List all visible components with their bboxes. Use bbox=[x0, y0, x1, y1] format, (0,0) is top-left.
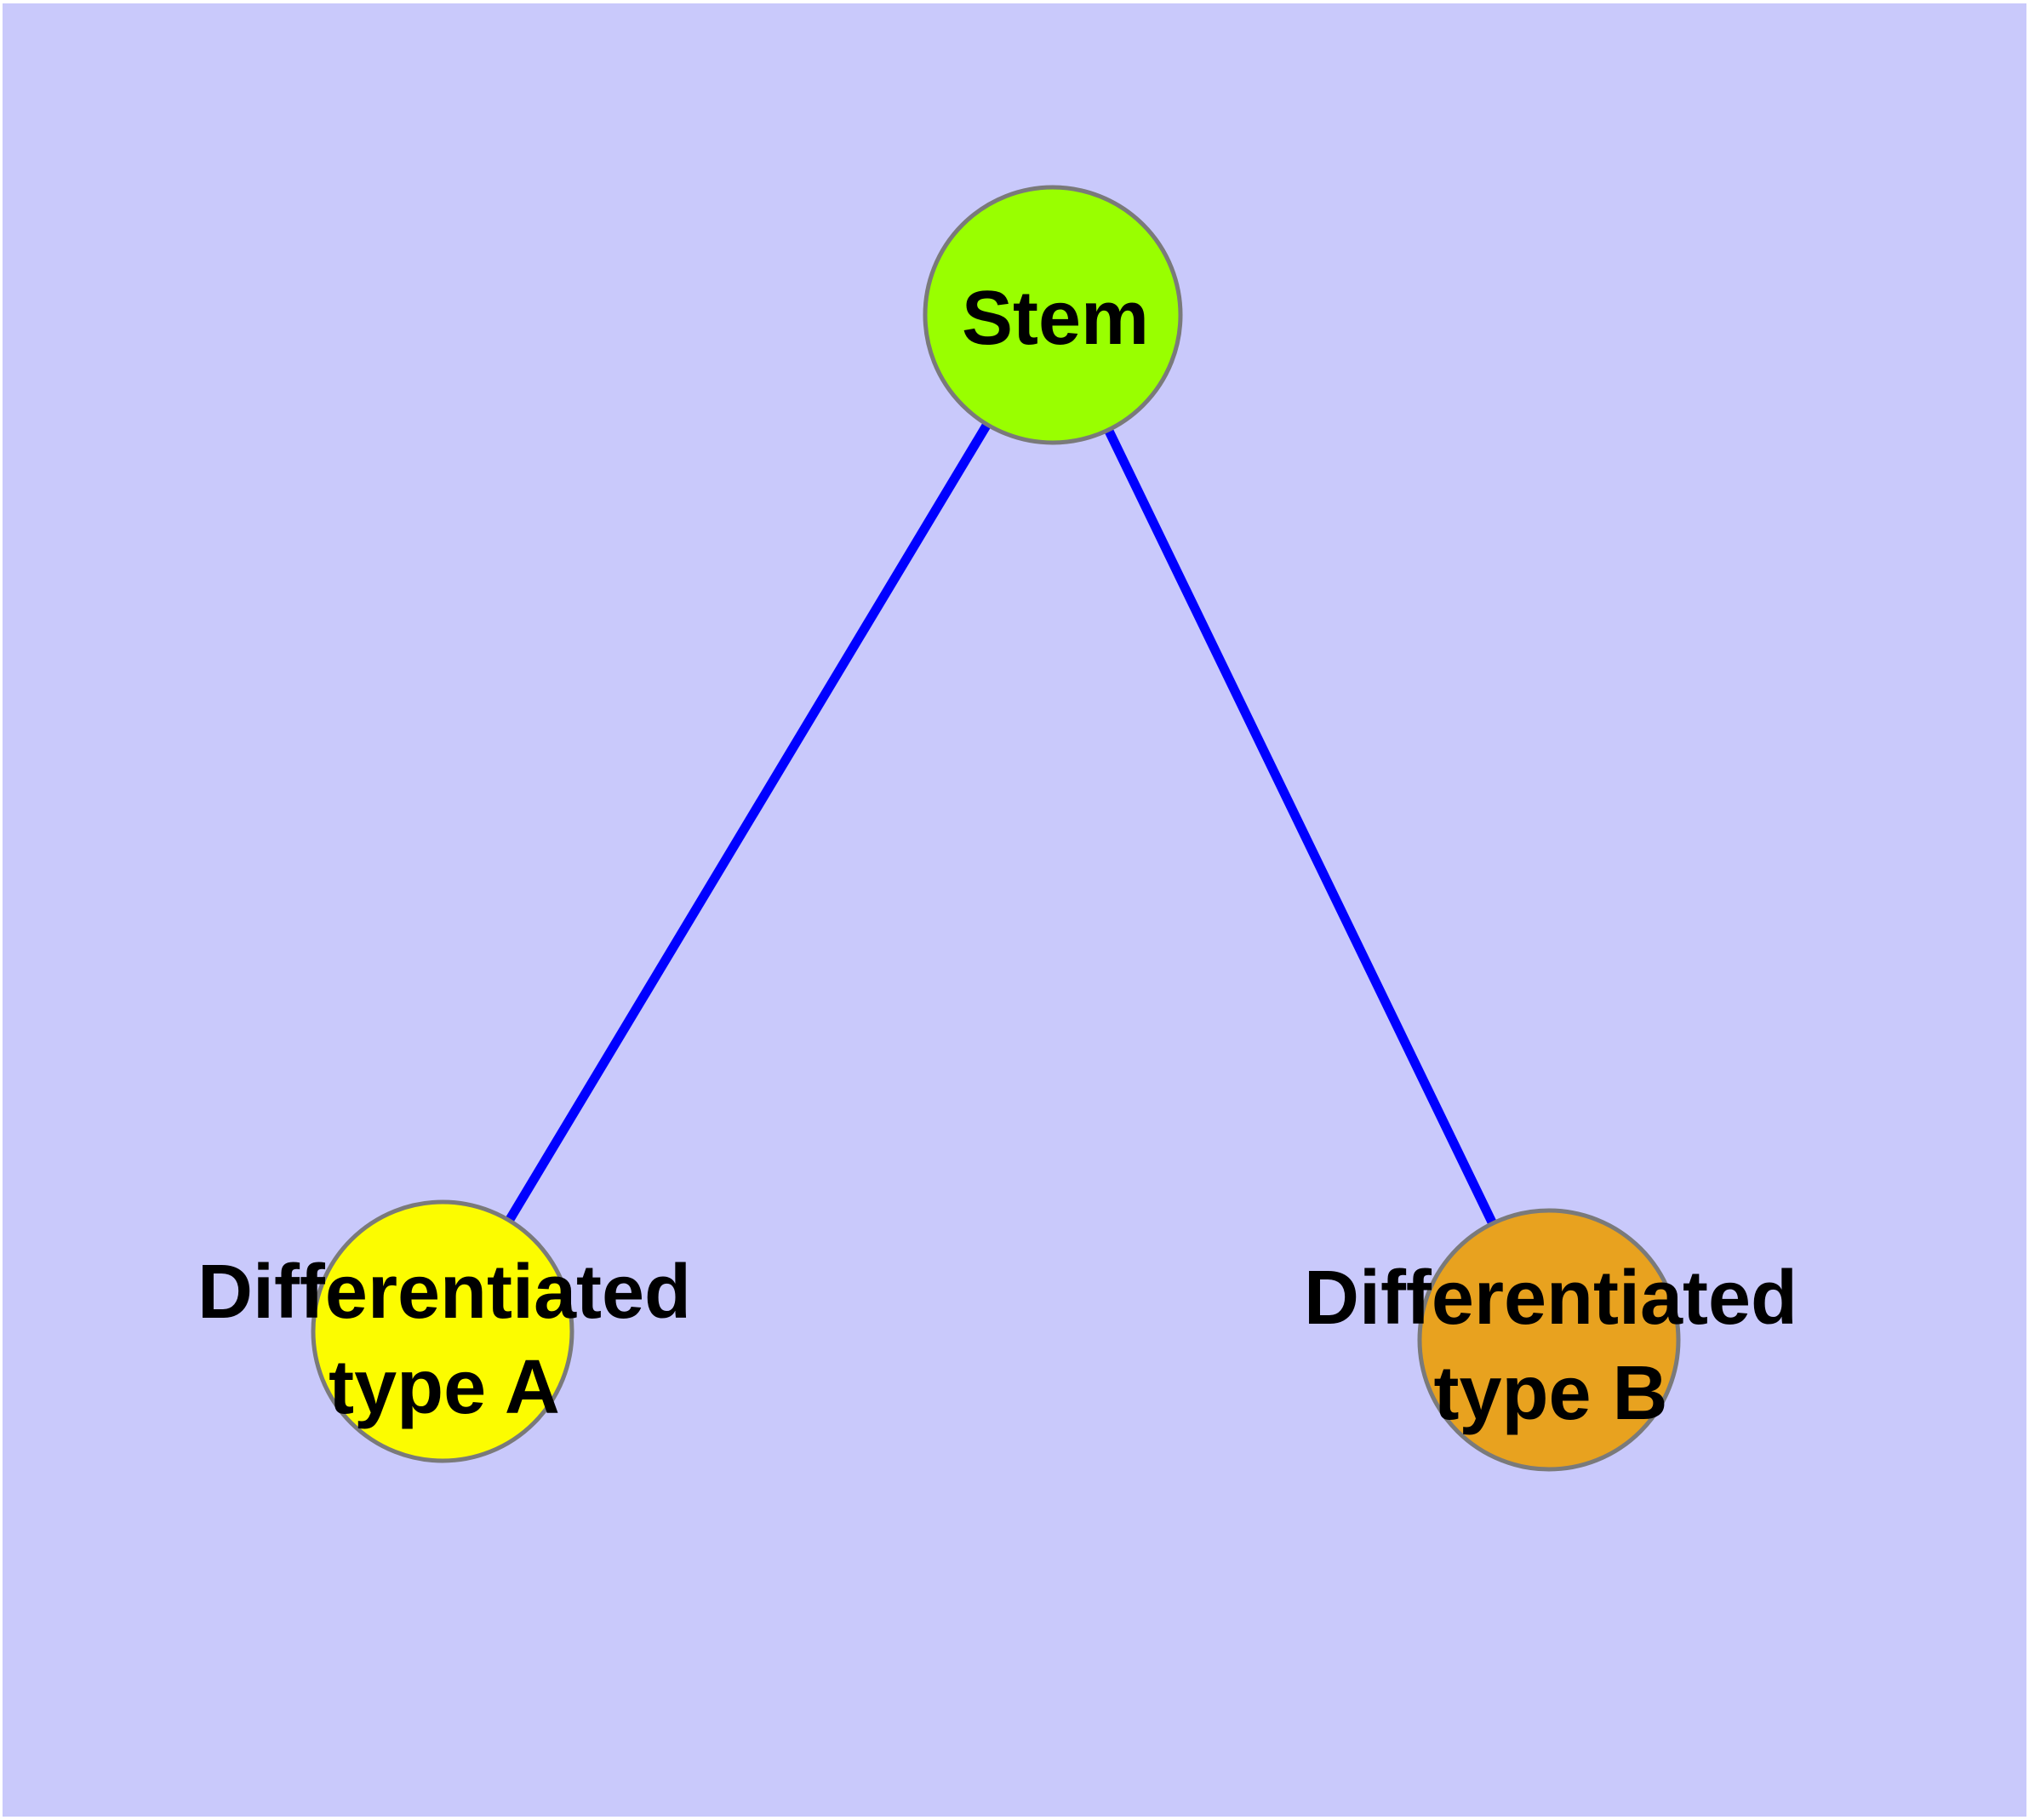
node-differentiated-type-b bbox=[1417, 1208, 1681, 1472]
node-stem bbox=[923, 185, 1183, 445]
node-stem-label: Stem bbox=[962, 276, 1149, 361]
edge-stem-to-type-b bbox=[1049, 312, 1553, 1342]
node-type-a-label-line1: Differentiated bbox=[197, 1250, 691, 1335]
node-type-b-label-line1: Differentiated bbox=[1304, 1256, 1798, 1341]
node-type-b-label-line2: type B bbox=[1433, 1351, 1667, 1436]
node-differentiated-type-a bbox=[311, 1199, 574, 1463]
node-type-a-label-line2: type A bbox=[329, 1345, 560, 1430]
edge-stem-to-type-a bbox=[438, 312, 1057, 1334]
